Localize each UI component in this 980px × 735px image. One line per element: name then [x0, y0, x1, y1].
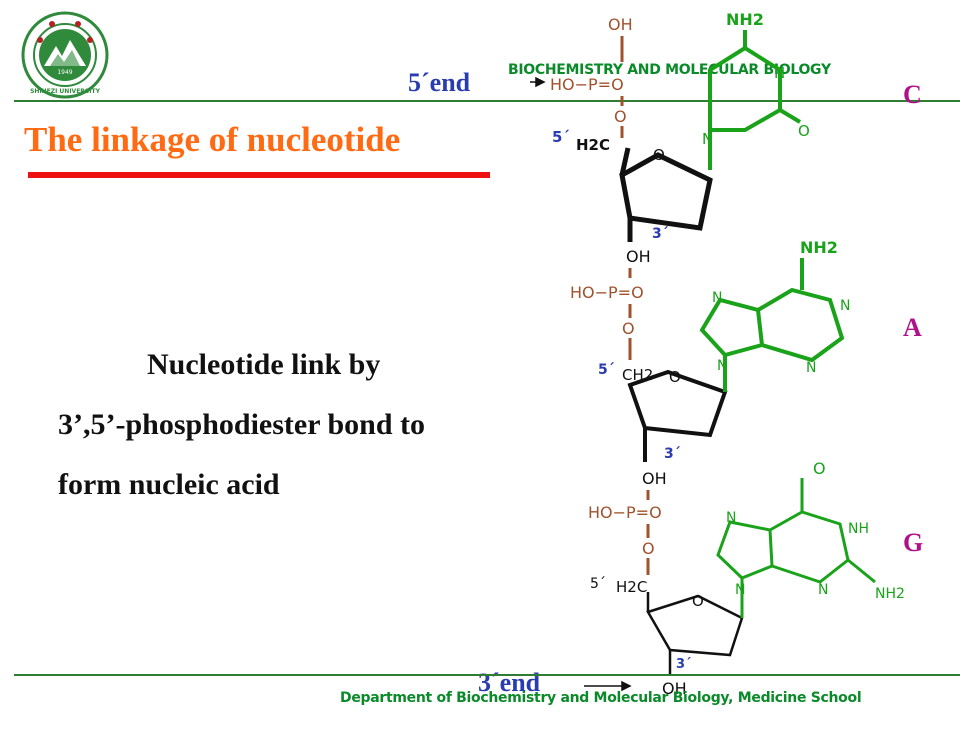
- adenine-n9: N: [717, 358, 727, 374]
- oh-3prime-1: OH: [626, 247, 651, 266]
- prime3-label-3: 3´: [676, 657, 692, 672]
- cytosine-o: O: [798, 122, 810, 140]
- guanine-n9: N: [735, 582, 745, 598]
- ch2-label-2: CH2: [622, 366, 653, 384]
- prime5-label-1: 5´: [552, 128, 570, 146]
- ring-o-1: O: [653, 146, 665, 164]
- sugar-ring-1: [619, 147, 713, 242]
- prime3-label-1: 3´: [652, 226, 669, 242]
- cytosine-base: [708, 30, 802, 170]
- phosphate-2-o: O: [622, 319, 635, 338]
- adenine-base: [699, 258, 845, 392]
- five-prime-end-label: 5´end: [408, 68, 471, 97]
- slide-title: The linkage of nucleotide: [24, 120, 401, 159]
- oh-3prime-2: OH: [642, 469, 667, 488]
- header-divider: [14, 100, 960, 102]
- footer-divider: [14, 674, 960, 676]
- base-label-c: C: [903, 80, 922, 109]
- prime5-label-3: 5´: [590, 576, 606, 592]
- guanine-o: O: [813, 459, 826, 478]
- footer-department: Department of Biochemistry and Molecular…: [340, 690, 862, 706]
- base-label-a: A: [903, 313, 922, 342]
- title-underline: [28, 172, 490, 178]
- guanine-n7: N: [726, 510, 736, 526]
- adenine-n7: N: [712, 290, 722, 306]
- phosphate-group-3: HO−P=O O: [588, 490, 662, 575]
- phosphate-1-hop: HO−P=O: [550, 75, 624, 94]
- guanine-base: [716, 478, 876, 618]
- guanine-nh2: NH2: [875, 586, 905, 602]
- sugar-ring-3: [646, 592, 744, 676]
- logo-year: 1949: [57, 69, 72, 76]
- adenine-nh2: NH2: [800, 238, 838, 257]
- guanine-n3: N: [818, 582, 828, 598]
- adenine-n3: N: [806, 360, 816, 376]
- prime3-label-2: 3´: [664, 446, 681, 462]
- phosphate-2-hop: HO−P=O: [570, 283, 644, 302]
- prime5-label-2: 5´: [598, 362, 615, 378]
- h2c-label-1: H2C: [576, 136, 610, 154]
- three-prime-end-label: 3´end: [478, 668, 541, 697]
- phosphate-3-hop: HO−P=O: [588, 503, 662, 522]
- sugar-ring-2: [627, 369, 728, 462]
- body-text-line-1: Nucleotide link by: [147, 348, 381, 381]
- arrow-5end: [488, 76, 546, 88]
- course-header: BIOCHEMISTRY AND MOLECULAR BIOLOGY: [508, 62, 831, 78]
- phosphate-1-oh: OH: [608, 15, 633, 34]
- arrow-3end: [584, 680, 632, 692]
- cytosine-n3: N: [774, 64, 785, 82]
- cytosine-n1: N: [702, 130, 713, 148]
- cytosine-nh2: NH2: [726, 10, 764, 29]
- guanine-nh: NH: [848, 521, 869, 537]
- ring-o-3: O: [692, 592, 704, 610]
- body-text-line-2: 3’,5’-phosphodiester bond to: [58, 408, 426, 441]
- phosphate-1-o: O: [614, 107, 627, 126]
- base-label-g: G: [903, 528, 924, 557]
- phosphate-3-o: O: [642, 539, 655, 558]
- phosphate-group-2: HO−P=O O: [570, 268, 644, 360]
- adenine-n1: N: [840, 298, 850, 314]
- h2c-label-3: H2C: [616, 578, 647, 596]
- logo-text: SHIHEZI UNIVERSITY: [30, 88, 101, 95]
- ring-o-2: O: [669, 368, 681, 386]
- oh-3prime-3: OH: [662, 679, 687, 698]
- dna-chain-diagram: OH HO−P=O O 5´ H2C 3´ O NH2 N N O OH: [488, 0, 980, 700]
- phosphate-group-1: OH HO−P=O O: [550, 15, 633, 138]
- university-logo: 1949 SHIHEZI UNIVERSITY: [20, 10, 110, 100]
- body-text-line-3: form nucleic acid: [58, 468, 280, 501]
